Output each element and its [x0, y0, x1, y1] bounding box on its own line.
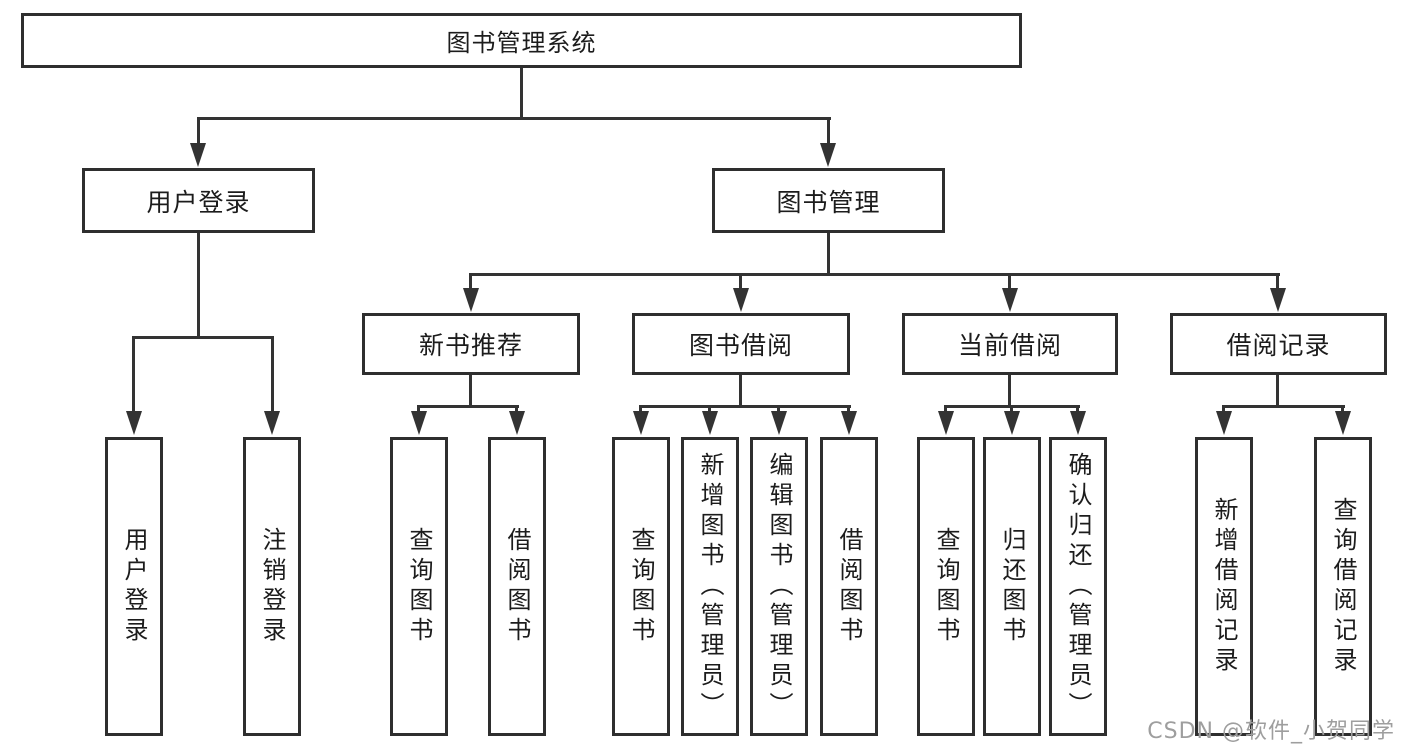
connector-stub [1008, 273, 1011, 289]
arrowhead-down-icon [411, 411, 427, 435]
leaf-query-borrow-record-label: 查询借阅记录 [1329, 496, 1357, 677]
connector-stub [944, 405, 947, 413]
connector-stub [1341, 405, 1344, 413]
connector-group-horizontal [639, 405, 851, 408]
connector-stub [1076, 405, 1079, 413]
arrowhead-down-icon [1004, 411, 1020, 435]
node-borrow-records: 借阅记录 [1170, 313, 1387, 375]
leaf-return-books: 归还图书 [983, 437, 1041, 736]
connector-root-down [520, 68, 523, 117]
arrowhead-down-icon [702, 411, 718, 435]
connector-stub [739, 273, 742, 289]
connector-group-horizontal [417, 405, 519, 408]
node-borrow-records-label: 借阅记录 [1226, 331, 1331, 360]
connector-stub [197, 117, 200, 144]
leaf-query-books-current: 查询图书 [917, 437, 975, 736]
connector-stub [639, 405, 642, 413]
leaf-return-books-label: 归还图书 [998, 526, 1026, 647]
leaf-add-borrow-record-label: 新增借阅记录 [1210, 496, 1238, 677]
arrowhead-down-icon [509, 411, 525, 435]
leaf-add-borrow-record: 新增借阅记录 [1195, 437, 1253, 736]
connector-user-login-horizontal [132, 336, 274, 339]
leaf-query-books-borrow: 查询图书 [612, 437, 670, 736]
leaf-confirm-return-admin: 确认归还（管理员） [1049, 437, 1107, 736]
connector-stub [271, 336, 274, 411]
leaf-add-books-admin: 新增图书（管理员） [681, 437, 739, 736]
connector-stub [417, 405, 420, 413]
node-book-management-label: 图书管理 [776, 187, 881, 217]
leaf-borrow-books: 借阅图书 [820, 437, 878, 736]
node-new-book-recommend-label: 新书推荐 [418, 331, 523, 360]
arrowhead-down-icon [1070, 411, 1086, 435]
connector-stub [708, 405, 711, 413]
leaf-query-books-borrow-label: 查询图书 [627, 526, 655, 647]
node-book-borrow-label: 图书借阅 [688, 331, 793, 360]
connector-stub [515, 405, 518, 413]
arrowhead-down-icon [733, 288, 749, 312]
connector-user-login-down [197, 233, 200, 336]
leaf-edit-books-admin-label: 编辑图书（管理员） [765, 451, 793, 722]
arrowhead-down-icon [1335, 411, 1351, 435]
arrowhead-down-icon [126, 411, 142, 435]
node-user-login: 用户登录 [82, 168, 315, 233]
node-library-system: 图书管理系统 [21, 13, 1022, 68]
connector-group-down [1008, 375, 1011, 405]
leaf-query-books-recommend-label: 查询图书 [405, 526, 433, 647]
node-library-system-label: 图书管理系统 [446, 29, 597, 57]
connector-stub [1222, 405, 1225, 413]
watermark-text: CSDN @软件_小贺同学 [1147, 719, 1395, 744]
connector-stub [132, 336, 135, 411]
arrowhead-down-icon [1270, 288, 1286, 312]
arrowhead-down-icon [190, 143, 206, 167]
arrowhead-down-icon [463, 288, 479, 312]
connector-group-horizontal [1222, 405, 1345, 408]
leaf-query-borrow-record: 查询借阅记录 [1314, 437, 1372, 736]
leaf-user-login: 用户登录 [105, 437, 163, 736]
leaf-user-login-label: 用户登录 [120, 526, 148, 647]
node-user-login-label: 用户登录 [146, 187, 251, 217]
arrowhead-down-icon [841, 411, 857, 435]
leaf-confirm-return-admin-label: 确认归还（管理员） [1064, 451, 1092, 722]
connector-stub [827, 117, 830, 144]
leaf-logout: 注销登录 [243, 437, 301, 736]
connector-stub [1276, 273, 1279, 289]
connector-book-management-down [827, 233, 830, 273]
node-book-management: 图书管理 [712, 168, 945, 233]
leaf-query-books-current-label: 查询图书 [932, 526, 960, 647]
connector-book-management-horizontal [469, 273, 1280, 276]
arrowhead-down-icon [771, 411, 787, 435]
leaf-logout-label: 注销登录 [258, 526, 286, 647]
node-current-borrow: 当前借阅 [902, 313, 1118, 375]
connector-stub [1010, 405, 1013, 413]
arrowhead-down-icon [264, 411, 280, 435]
node-book-borrow: 图书借阅 [632, 313, 850, 375]
arrowhead-down-icon [1216, 411, 1232, 435]
connector-stub [847, 405, 850, 413]
leaf-add-books-admin-label: 新增图书（管理员） [696, 451, 724, 722]
connector-group-down [469, 375, 472, 405]
connector-stub [469, 273, 472, 289]
arrowhead-down-icon [1002, 288, 1018, 312]
arrowhead-down-icon [633, 411, 649, 435]
connector-group-down [739, 375, 742, 405]
arrowhead-down-icon [938, 411, 954, 435]
connector-stub [777, 405, 780, 413]
leaf-borrow-books-recommend: 借阅图书 [488, 437, 546, 736]
connector-root-horizontal [197, 117, 831, 120]
node-new-book-recommend: 新书推荐 [362, 313, 580, 375]
leaf-borrow-books-label: 借阅图书 [835, 526, 863, 647]
arrowhead-down-icon [820, 143, 836, 167]
leaf-query-books-recommend: 查询图书 [390, 437, 448, 736]
leaf-borrow-books-recommend-label: 借阅图书 [503, 526, 531, 647]
leaf-edit-books-admin: 编辑图书（管理员） [750, 437, 808, 736]
connector-group-down [1276, 375, 1279, 405]
node-current-borrow-label: 当前借阅 [957, 331, 1062, 360]
